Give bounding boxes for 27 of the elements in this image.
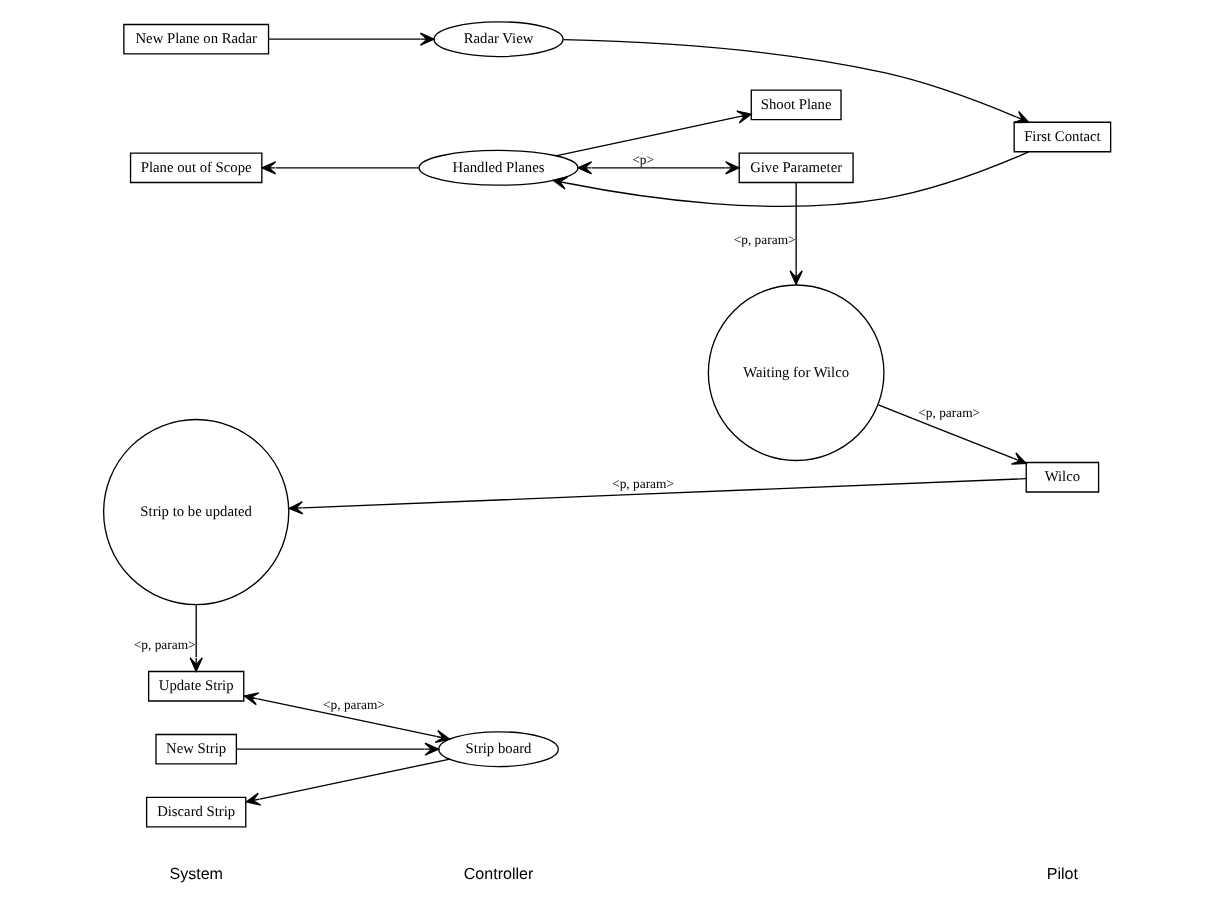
node-circle: Waiting for Wilco [706, 284, 884, 462]
node-box: Shoot Plane [749, 89, 841, 121]
arrow [260, 161, 419, 175]
node-box: New Strip [154, 733, 237, 765]
node-box: Plane out of Scope [128, 152, 262, 184]
node-ellipse: Handled Planes [417, 149, 578, 186]
arrow [551, 151, 1029, 207]
node-box: First Contact [1012, 121, 1111, 153]
arrow [554, 110, 751, 157]
arrow [287, 478, 1026, 515]
arrow [242, 692, 450, 744]
arrow [235, 742, 439, 756]
arrow [561, 39, 1029, 124]
arrow [244, 758, 450, 806]
arrow [188, 604, 202, 672]
node-box: Give Parameter [737, 152, 853, 184]
arrow [576, 161, 739, 175]
node-box: Wilco [1024, 461, 1099, 493]
node-ellipse: Radar View [432, 21, 563, 58]
arrow [876, 404, 1026, 465]
node-box: Discard Strip [144, 796, 246, 828]
node-box: Update Strip [146, 670, 244, 702]
arrow [266, 32, 434, 46]
node-box: New Plane on Radar [122, 23, 269, 55]
arrow [788, 182, 802, 285]
node-ellipse: Strip board [437, 731, 558, 768]
node-circle: Strip to be updated [101, 418, 289, 606]
